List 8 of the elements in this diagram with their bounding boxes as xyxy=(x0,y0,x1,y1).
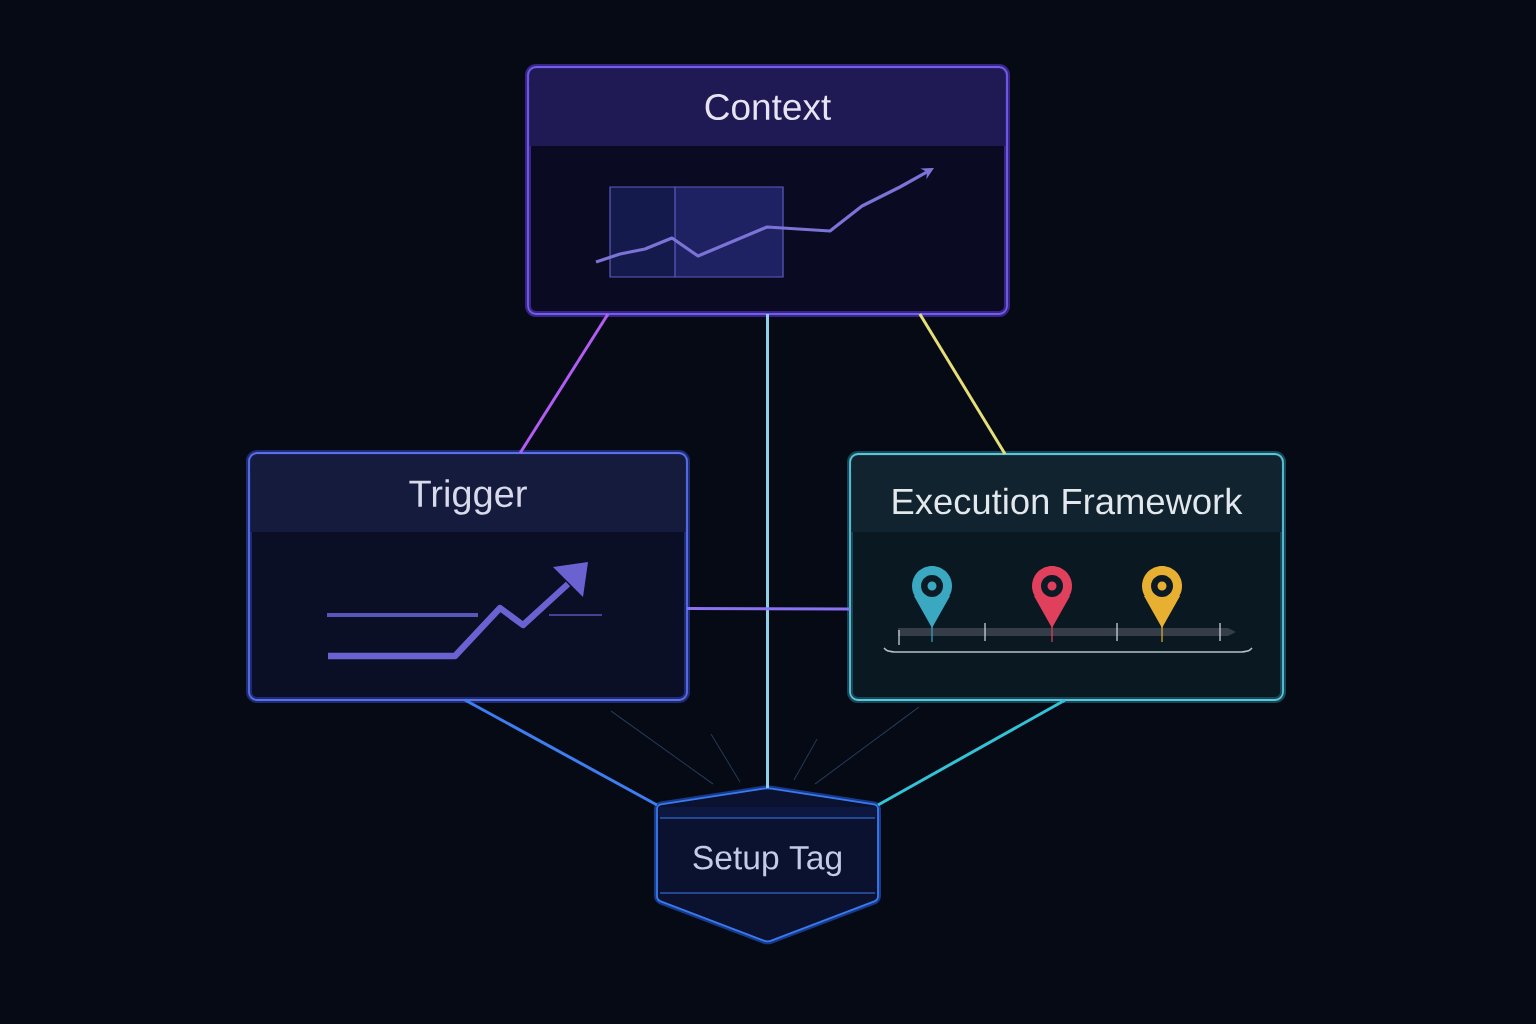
connector-line xyxy=(766,314,769,788)
connector-line xyxy=(518,313,610,454)
connector-line xyxy=(687,607,850,611)
connector-line xyxy=(464,698,658,807)
card: Execution Framework xyxy=(847,451,1286,703)
card: Trigger xyxy=(246,450,690,703)
connector-line xyxy=(877,698,1066,807)
connector-line xyxy=(918,313,1007,455)
